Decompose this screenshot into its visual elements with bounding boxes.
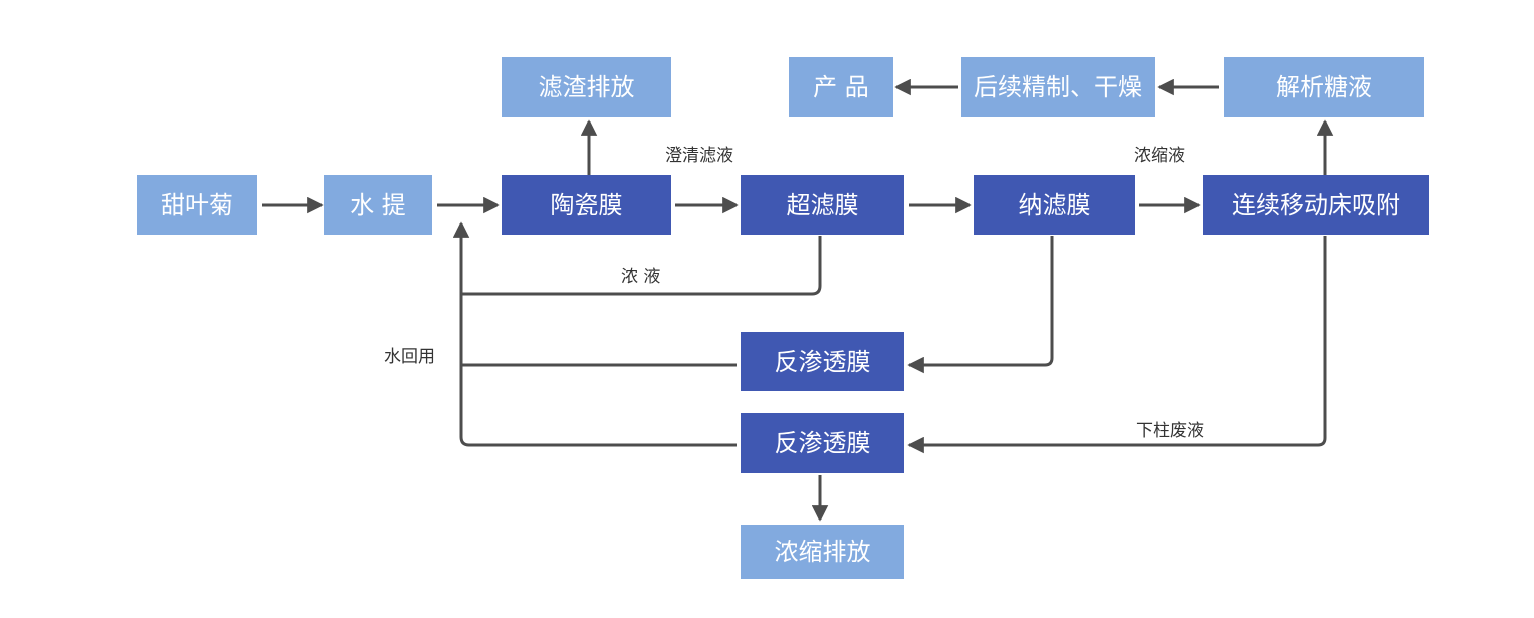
concentrate-return-label: 浓 液 [621,267,661,287]
ceramic-membrane-node: 陶瓷膜 [502,175,671,235]
concentrate-discharge-node: 浓缩排放 [741,525,904,579]
clarified-filtrate-label: 澄清滤液 [665,146,733,166]
concentrate-liquid-label: 浓缩液 [1134,146,1185,166]
arrow-ultrafiltration-concentrate-return [461,236,822,296]
arrow-adsorption-to-ro2 [907,236,1327,454]
water-extraction-node: 水 提 [324,175,432,235]
nanofiltration-membrane-node: 纳滤膜 [974,175,1135,235]
refine-dry-node: 后续精制、干燥 [961,57,1155,117]
continuous-moving-bed-adsorption-node: 连续移动床吸附 [1203,175,1429,235]
reverse-osmosis-membrane-node-1: 反渗透膜 [741,332,904,391]
ultrafiltration-membrane-node: 超滤膜 [741,175,904,235]
reverse-osmosis-membrane-node-2: 反渗透膜 [741,413,904,473]
arrow-nanofiltration-to-ro1 [907,236,1054,374]
stevia-node: 甜叶菊 [137,175,257,235]
column-waste-liquid-label: 下柱废液 [1136,421,1204,441]
desorption-liquid-node: 解析糖液 [1224,57,1424,117]
arrow-ro2-water-return [452,221,737,447]
water-reuse-label: 水回用 [384,347,435,367]
product-node: 产 品 [789,57,893,117]
residue-discharge-node: 滤渣排放 [502,57,671,117]
